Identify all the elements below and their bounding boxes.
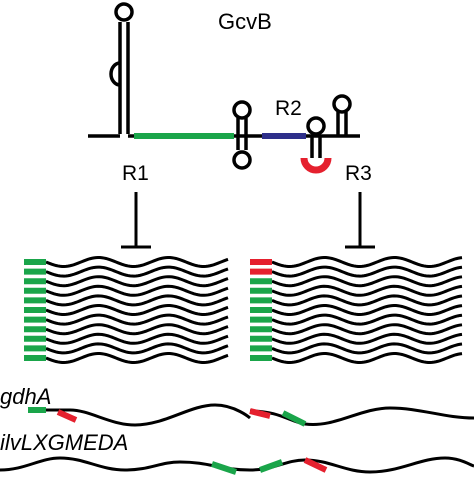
gcvb-label: GcvB xyxy=(218,9,272,34)
gdhA-r3-site-2 xyxy=(249,408,271,419)
target-mrna-stack-r1 xyxy=(24,255,229,365)
target-mrna-stack-r3 xyxy=(250,255,463,365)
gene-gdhA-label: gdhA xyxy=(0,384,51,409)
gene-ilv-label: ilvLXGMEDA xyxy=(0,430,128,455)
r3-loop-stem xyxy=(310,150,322,158)
ilv-r1-site-1 xyxy=(211,461,237,475)
target-mrna-line xyxy=(45,342,229,355)
r3-label: R3 xyxy=(345,162,372,185)
ilv-mrna-line xyxy=(0,456,474,474)
target-mrna-line xyxy=(271,255,463,269)
stem-loop-5prime xyxy=(109,2,134,134)
gene-ilv-track xyxy=(0,456,474,475)
target-mrna-line xyxy=(271,265,463,278)
target-mrna-line xyxy=(271,323,463,336)
repression-r3 xyxy=(345,192,375,249)
target-mrna-line xyxy=(271,313,463,326)
gdhA-r1-site-2 xyxy=(281,410,307,427)
target-mrna-line xyxy=(45,294,229,307)
target-mrna-line xyxy=(271,275,463,288)
r2-label: R2 xyxy=(275,97,302,120)
ilv-r1-site-2 xyxy=(258,459,284,473)
r1-label: R1 xyxy=(122,162,149,185)
stem-loops-middle xyxy=(232,100,252,170)
stem-loops-3prime xyxy=(306,94,352,150)
target-mrna-line xyxy=(271,351,463,365)
target-mrna-line xyxy=(271,284,463,297)
target-mrna-line xyxy=(45,351,229,365)
target-mrna-line xyxy=(45,275,229,288)
target-mrna-line xyxy=(45,332,229,345)
target-mrna-line xyxy=(271,294,463,307)
target-mrna-line xyxy=(45,303,229,317)
r3-loop xyxy=(300,157,332,174)
target-mrna-line xyxy=(45,284,229,297)
repression-r1 xyxy=(121,192,151,249)
gene-gdhA-track xyxy=(28,403,474,427)
gdhA-r3-site-1 xyxy=(56,409,78,423)
gdhA-mrna-line xyxy=(28,403,251,427)
target-mrna-line xyxy=(45,265,229,278)
target-mrna-line xyxy=(271,342,463,355)
target-mrna-line xyxy=(45,255,229,269)
target-mrna-line xyxy=(45,313,229,326)
target-mrna-line xyxy=(45,323,229,336)
gcvb-rna-structure xyxy=(88,2,360,174)
target-mrna-line xyxy=(271,303,463,317)
target-mrna-line xyxy=(271,332,463,345)
ilv-r3-site xyxy=(303,457,328,473)
